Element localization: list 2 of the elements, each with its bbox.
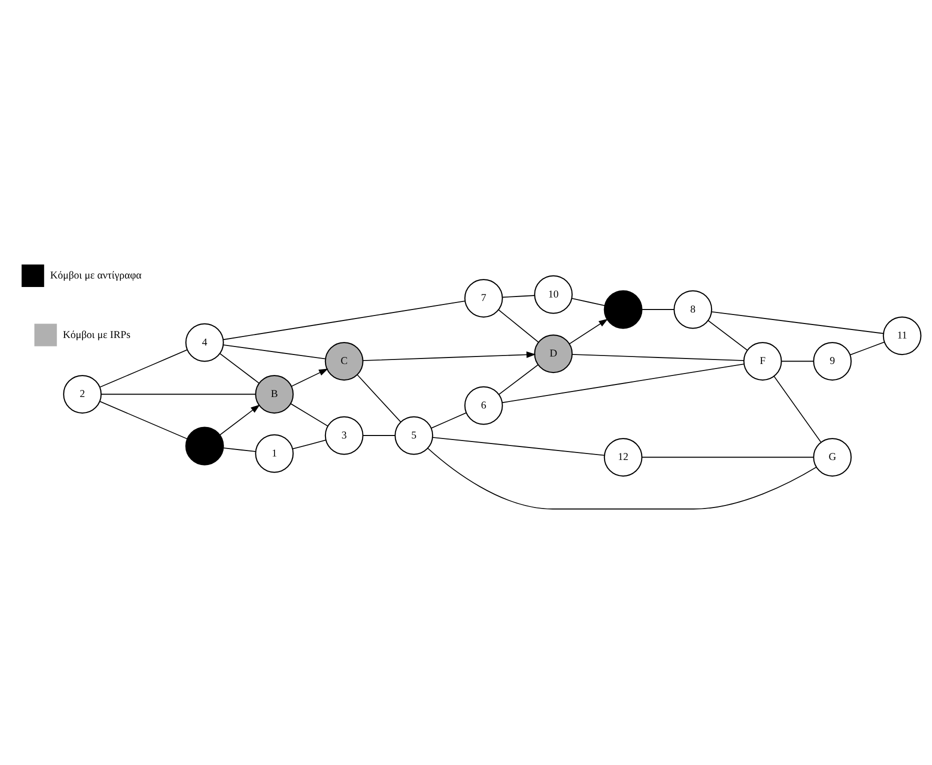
legend-label: Κόμβοι με αντίγραφα [50, 270, 142, 282]
legend-label: Κόμβοι με IRPs [62, 329, 130, 340]
